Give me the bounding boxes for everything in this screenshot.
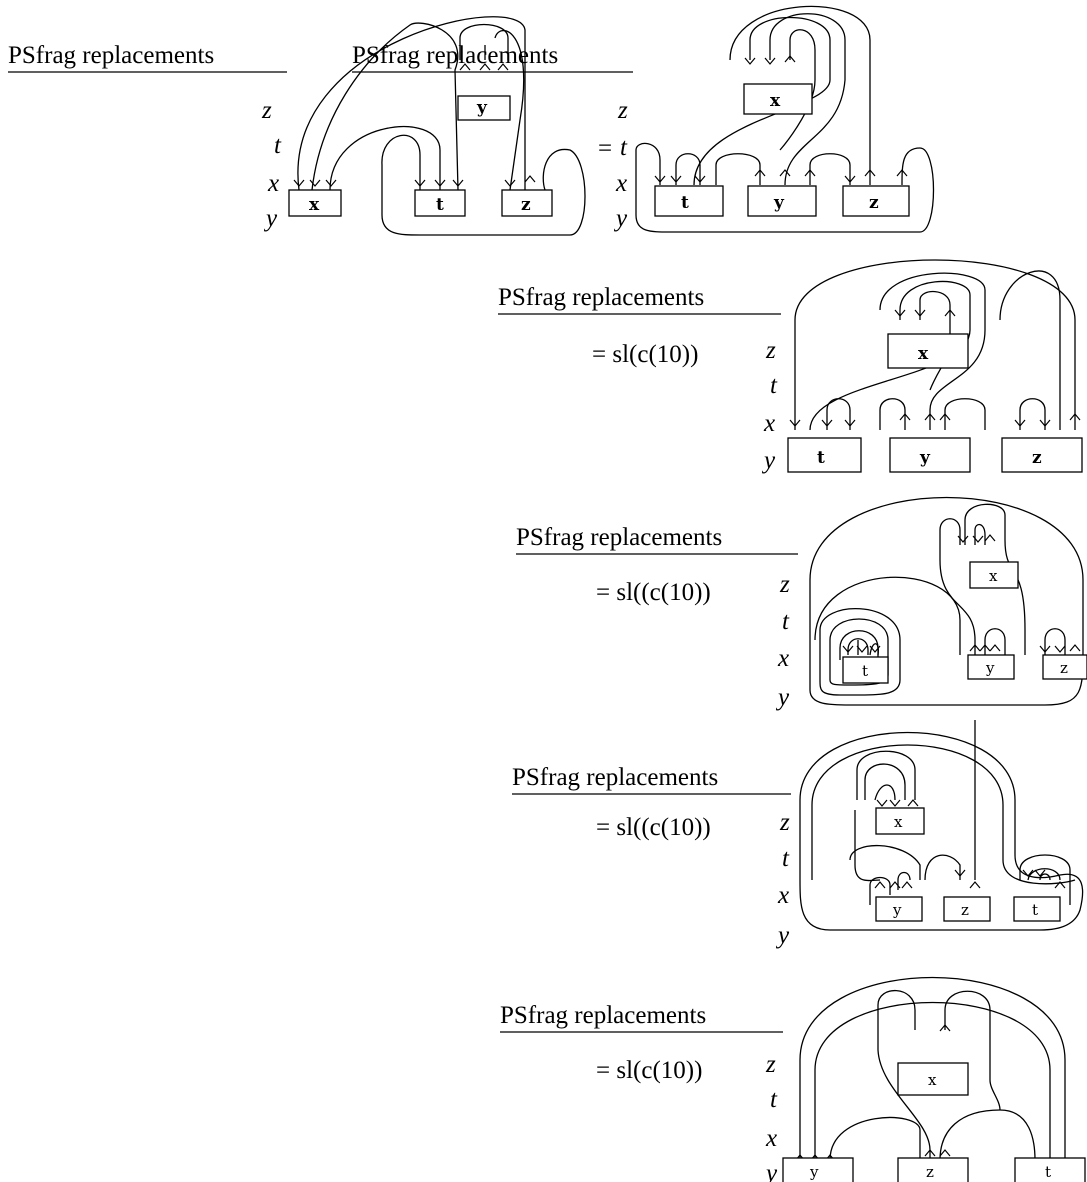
box-t-2: t [681,193,689,213]
var-z-6: z [765,1051,776,1078]
var-t-4: t [782,608,790,635]
box-y-2: y [773,193,785,213]
box-z-2: z [869,193,879,213]
box-y-3: y [919,448,931,468]
psfrag-label-4: PSfrag replacements [516,524,722,551]
box-y-1: y [476,98,488,118]
box-x-3: x [918,344,929,364]
var-y-2: y [613,205,628,232]
box-y-4: y [985,659,995,677]
box-x-1: x [309,195,320,215]
psfrag-label-3: PSfrag replacements [498,284,704,311]
equation-2: = [598,135,612,162]
box-t-6: t [1045,1163,1051,1181]
box-x-6: x [928,1071,937,1089]
box-t-4: t [862,662,868,680]
panel-3: PSfrag replacements = sl(c(10)) z t x y … [498,259,1083,474]
box-t-3: t [817,448,825,468]
var-t-1: t [274,132,282,159]
var-z-2: z [617,97,628,124]
var-x-6: x [765,1125,777,1152]
box-t-5: t [1032,901,1038,919]
var-t-2: t [620,134,628,161]
panel-4: PSfrag replacements = sl((c(10)) z t x y [516,497,1087,711]
var-t-5: t [782,845,790,872]
psfrag-label-2: PSfrag replacements [352,42,558,69]
var-t-3: t [770,372,778,399]
equation-3: = sl(c(10)) [592,341,698,368]
box-x-5: x [894,813,903,831]
var-y-3: y [761,447,776,474]
var-x-3: x [763,410,775,437]
var-y-5: y [775,922,790,949]
var-x-1: x [267,170,279,197]
var-y-1: y [263,205,278,232]
psfrag-label-5: PSfrag replacements [512,764,718,791]
box-y-5: y [892,901,902,919]
psfrag-label-1: PSfrag replacements [8,42,214,69]
box-z-5: z [961,901,969,919]
box-t-1: t [436,195,444,215]
box-z-6: z [926,1163,934,1181]
panel-2: PSfrag replacements = z t x y t y z [352,5,935,233]
box-z-4: z [1060,659,1068,677]
psfrag-label-6: PSfrag replacements [500,1002,706,1029]
var-x-5: x [777,882,789,909]
var-t-6: t [770,1086,778,1113]
var-y-4: y [775,684,790,711]
panel-5: PSfrag replacements = sl((c(10)) z t x y [512,720,1084,949]
panel-6: PSfrag replacements = sl(c(10)) z t x y … [500,977,1086,1182]
var-z-3: z [765,337,776,364]
equation-6: = sl(c(10)) [596,1057,702,1084]
box-z-3: z [1032,448,1042,468]
box-x-4: x [989,567,998,585]
var-x-4: x [777,645,789,672]
equation-5: = sl((c(10)) [596,814,711,841]
var-x-2: x [615,170,627,197]
var-z-5: z [779,809,790,836]
box-x-2: x [770,91,781,111]
var-y-6: y [763,1160,778,1182]
var-z-4: z [779,571,790,598]
equation-4: = sl((c(10)) [596,579,711,606]
box-y-6: y [809,1163,819,1181]
panel-1: PSfrag replacements z t x y x t z y [8,16,586,236]
box-z-1: z [521,195,531,215]
var-z-1: z [261,97,272,124]
